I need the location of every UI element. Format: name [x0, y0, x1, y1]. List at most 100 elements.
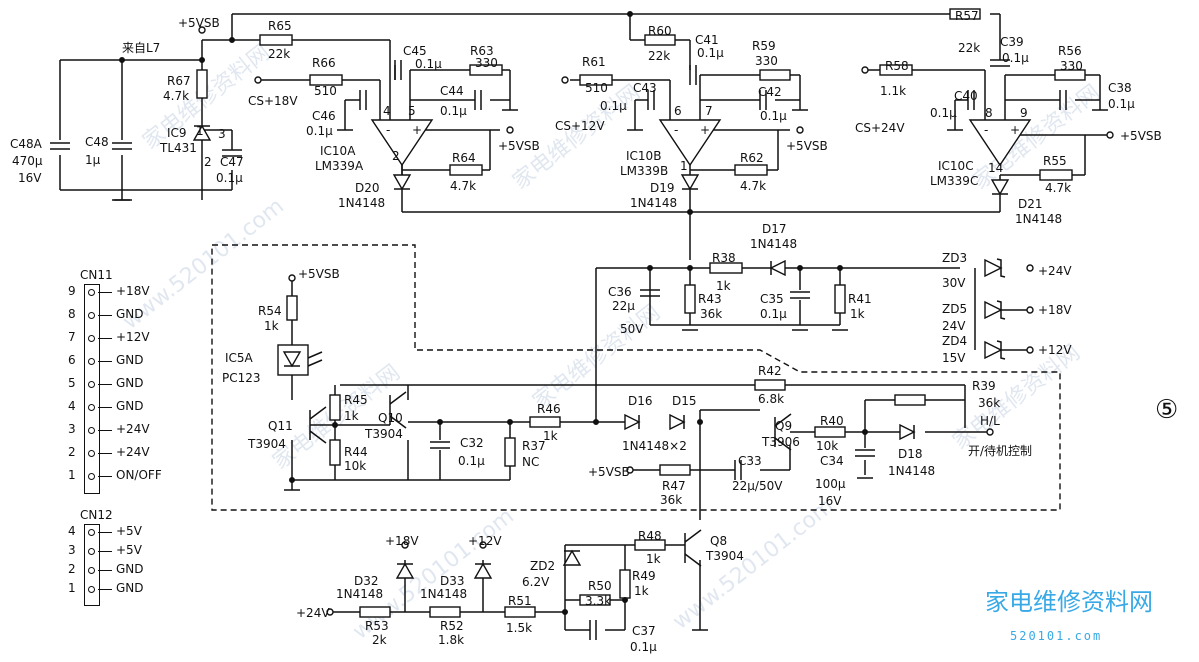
d20-ref: D20: [355, 181, 380, 195]
zd3-ref: ZD3: [942, 251, 967, 265]
from-l7-label: 来自L7: [122, 41, 160, 55]
c46-ref: C46: [312, 109, 336, 123]
connector-pin-label: GND: [116, 399, 144, 413]
zd4-zener: [996, 340, 1006, 360]
r64-value: 4.7k: [450, 179, 476, 193]
vsb-label-b: +5VSB: [786, 139, 828, 153]
c44-ref: C44: [440, 84, 464, 98]
d15-diode: [669, 413, 686, 431]
connector-pin-wire: [98, 338, 112, 339]
junction-dot: [289, 477, 295, 483]
connector-pin-label: GND: [116, 307, 144, 321]
d18-part: 1N4148: [888, 464, 935, 478]
r39-ref: R39: [972, 379, 996, 393]
d17-ref: D17: [762, 222, 787, 236]
ic10c-comparator: [968, 119, 1032, 167]
r63-value: 330: [475, 56, 498, 70]
cs12-label: CS+12V: [555, 119, 605, 133]
junction-dot: [622, 597, 628, 603]
connector-pin-wire: [98, 384, 112, 385]
zd4-zener: [984, 340, 1003, 360]
r37-value: NC: [522, 455, 539, 469]
connector-pin-wire: [98, 551, 112, 552]
r47-ref: R47: [662, 479, 686, 493]
r52-ref: R52: [440, 619, 464, 633]
d32-ref: D32: [354, 574, 379, 588]
connector-pin-dot: [88, 548, 95, 555]
r39-value: 36k: [978, 396, 1000, 410]
ic9-tl431: [192, 124, 212, 141]
terminal: [561, 76, 569, 84]
rail-24v-label: +24V: [1038, 264, 1072, 278]
vsb-label-d: +5VSB: [298, 267, 340, 281]
d16-ref: D16: [628, 394, 653, 408]
ic10a-comparator-plus: +: [412, 123, 422, 137]
c33-value: 22μ/50V: [732, 479, 783, 493]
connector-pin-number: 2: [68, 445, 76, 459]
connector-pin-dot: [88, 567, 95, 574]
junction-dot: [627, 11, 633, 17]
terminal: [1026, 346, 1034, 354]
rail-12v-bottom: +12V: [468, 534, 502, 548]
r50-value: 3.3k: [585, 594, 611, 608]
q8-transistor: [684, 553, 702, 567]
r61-resistor: [579, 74, 613, 86]
connector-cn12-title: CN12: [80, 508, 113, 522]
ic5a-light-arrow: [307, 359, 323, 367]
ic10b-pin1: 1: [680, 159, 688, 173]
connector-pin-label: +24V: [116, 422, 150, 436]
connector-pin-wire: [98, 361, 112, 362]
r42-ref: R42: [758, 364, 782, 378]
connector-pin-number: 1: [68, 581, 76, 595]
d16-d15-part: 1N4148×2: [622, 439, 687, 453]
c44-value: 0.1μ: [440, 104, 467, 118]
r54-value: 1k: [264, 319, 279, 333]
q11-ref: Q11: [268, 419, 293, 433]
terminal: [479, 541, 487, 549]
r42-resistor: [754, 379, 786, 391]
connector-pin-label: GND: [116, 562, 144, 576]
connector-pin-label: +12V: [116, 330, 150, 344]
q10-transistor: [389, 415, 407, 429]
r40-value: 10k: [816, 439, 838, 453]
zd5-ref: ZD5: [942, 302, 967, 316]
ic10b-comparator-plus: +: [700, 123, 710, 137]
ic10a-pin4: 4: [383, 104, 391, 118]
c32-ref: C32: [460, 436, 484, 450]
ic10c-ref: IC10C: [938, 159, 974, 173]
r61-value: 510: [585, 81, 608, 95]
r38-value: 1k: [716, 279, 731, 293]
r60-ref: R60: [648, 24, 672, 38]
junction-dot: [797, 265, 803, 271]
r61-ref: R61: [582, 55, 606, 69]
zd5-value: 24V: [942, 319, 966, 333]
ic10c-pin9: 9: [1020, 106, 1028, 120]
junction-dot: [229, 37, 235, 43]
connector-pin-wire: [98, 407, 112, 408]
r57-value: 22k: [958, 41, 980, 55]
c33-ref: C33: [738, 454, 762, 468]
r58-ref: R58: [885, 59, 909, 73]
r56-resistor: [1054, 69, 1086, 81]
junction-dot: [647, 265, 653, 271]
junction-dot: [507, 419, 513, 425]
connector-pin-dot: [88, 473, 95, 480]
connector-pin-dot: [88, 335, 95, 342]
c45-value: 0.1μ: [415, 57, 442, 71]
d16-diode: [624, 413, 641, 431]
q8-part: T3904: [705, 549, 744, 563]
mode-control-label: 开/待机控制: [968, 444, 1032, 458]
connector-pin-wire: [98, 315, 112, 316]
connector-cn12-body: [84, 524, 100, 606]
vsb-label-e: +5VSB: [588, 465, 630, 479]
zd5-zener: [984, 300, 1003, 320]
r53-value: 2k: [372, 633, 387, 647]
connector-cn11-title: CN11: [80, 268, 113, 282]
c35-ref: C35: [760, 292, 784, 306]
r45-resistor: [329, 394, 341, 421]
connector-pin-dot: [88, 289, 95, 296]
c38-value: 0.1μ: [1108, 97, 1135, 111]
zd4-value: 15V: [942, 351, 966, 365]
connector-pin-number: 6: [68, 353, 76, 367]
